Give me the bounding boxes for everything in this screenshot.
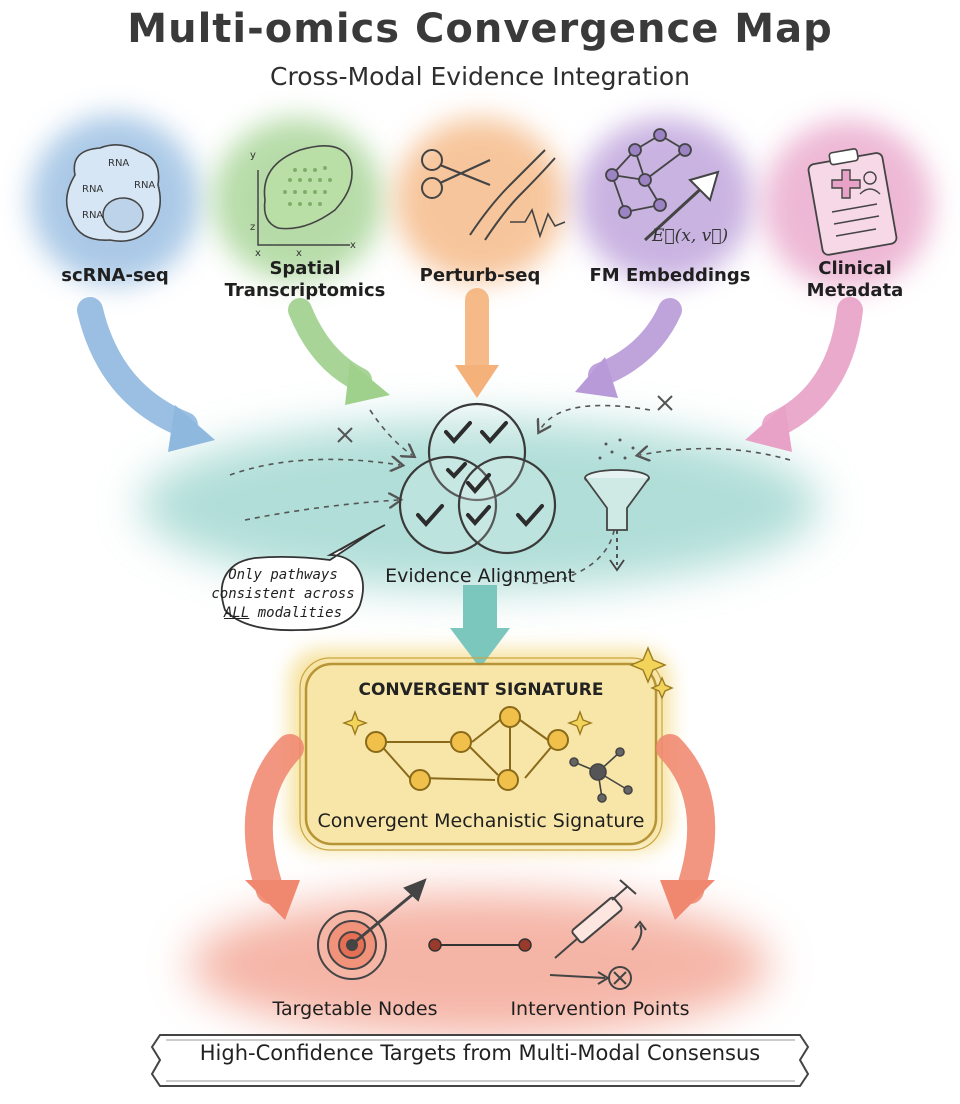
venn-checks [416, 421, 544, 528]
funnel-icon [584, 469, 650, 572]
note-line-1: Only pathways [228, 567, 338, 583]
source-label-spatial-1: Spatial [269, 258, 341, 279]
rna-label-1: RNA [108, 158, 130, 169]
source-label-clinical-1: Clinical [818, 258, 892, 279]
molecule-icon [569, 747, 633, 803]
axis-label-x-1: x [255, 248, 261, 259]
note-line-3-rest: modalities [249, 605, 342, 621]
signature-nodes [365, 706, 569, 791]
page-subtitle: Cross-Modal Evidence Integration [270, 62, 690, 91]
signature-header: CONVERGENT SIGNATURE [358, 680, 604, 700]
note-emphasis: ALL [223, 605, 250, 621]
blob-fm [577, 118, 753, 282]
signature-label: Convergent Mechanistic Signature [317, 810, 645, 832]
axis-label-x-2: x [296, 248, 302, 259]
banner-text: High-Confidence Targets from Multi-Modal… [199, 1041, 761, 1065]
source-label-clinical-2: Metadata [806, 280, 904, 301]
alignment-label: Evidence Alignment [385, 565, 575, 587]
network-icon [605, 128, 720, 242]
source-label-perturb: Perturb-seq [419, 265, 541, 286]
funnel-particles [598, 438, 635, 460]
source-label-scrna: scRNA-seq [61, 265, 169, 286]
alignment-band [140, 420, 820, 590]
banner-ribbon [150, 1034, 810, 1087]
arrow-scrna [77, 297, 198, 438]
note-line-2: consistent across [211, 586, 355, 602]
rna-label-3: RNA [134, 180, 156, 191]
target-icon [317, 878, 427, 980]
note-line-3: ALL modalities [208, 604, 358, 623]
page-title: Multi-omics Convergence Map [127, 6, 833, 52]
interventions-label: Intervention Points [510, 998, 690, 1020]
blob-perturb [395, 118, 565, 282]
cell-icon [65, 144, 161, 242]
tissue-icon [257, 144, 353, 246]
sparkle-icons [342, 646, 674, 736]
embedding-formula: E⃗(x, v⃗) [652, 226, 729, 246]
clipboard-icon [807, 148, 898, 256]
axis-label-z: z [250, 222, 256, 233]
scissors-dna-icon [421, 149, 566, 241]
axis-label-x-3: x [350, 240, 356, 251]
rna-label-2: RNA [82, 184, 104, 195]
source-arrows [77, 288, 863, 452]
source-label-fm: FM Embeddings [589, 265, 751, 286]
alignment-note: Only pathways consistent across ALL moda… [208, 566, 358, 623]
syringe-icon [549, 879, 647, 990]
note-bubble [220, 529, 376, 632]
arrow-clinical [762, 297, 863, 438]
reject-x-marks [337, 395, 673, 443]
signature-box [304, 662, 658, 846]
arrow-to-interventions [656, 734, 716, 904]
arrow-to-targets [244, 734, 304, 904]
axis-label-y: y [250, 150, 256, 161]
targets-label: Targetable Nodes [272, 998, 438, 1020]
rna-label-4: RNA [82, 210, 104, 221]
source-label-spatial-2: Transcriptomics [224, 280, 386, 301]
dashed-flows [229, 404, 791, 585]
arrow-fm [588, 298, 682, 387]
note-arrow [339, 524, 386, 551]
venn-diagram [398, 402, 557, 555]
